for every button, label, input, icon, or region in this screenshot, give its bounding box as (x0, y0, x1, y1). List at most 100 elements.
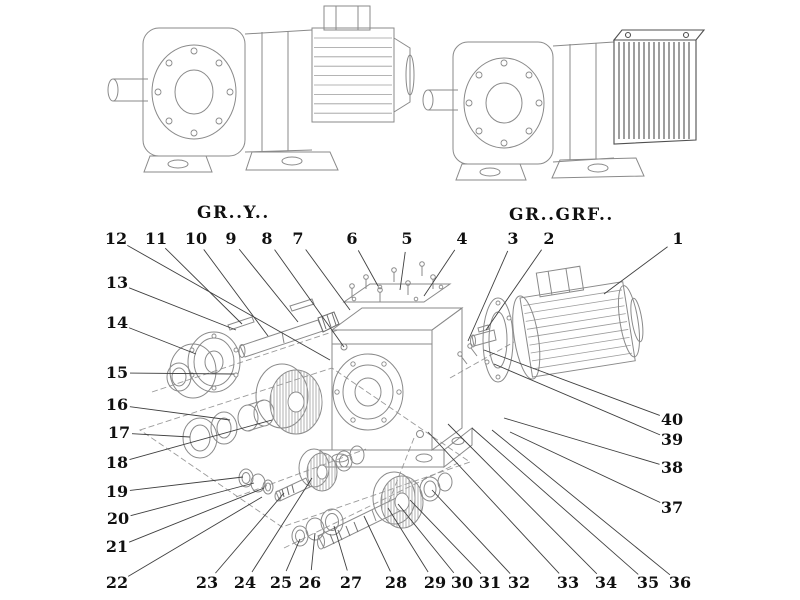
leader-line-36 (491, 429, 671, 576)
callout-number-34: 34 (594, 573, 618, 592)
input-cover-flange (187, 331, 241, 393)
gear-housing (319, 283, 473, 469)
oil-seal (166, 362, 192, 392)
callout-number-11: 11 (144, 229, 168, 248)
leader-line-1 (603, 246, 668, 295)
leader-line-20 (130, 482, 255, 517)
assembled-view-gr-grf (422, 29, 706, 181)
leader-line-22 (127, 496, 263, 577)
callout-number-20: 20 (106, 509, 130, 528)
cover-bolts (349, 261, 436, 302)
leader-line-39 (493, 363, 661, 436)
callout-number-13: 13 (105, 273, 129, 292)
leader-line-38 (503, 417, 660, 465)
leader-line-18 (129, 419, 273, 460)
callout-number-27: 27 (339, 573, 363, 592)
callout-number-19: 19 (105, 482, 129, 501)
callout-number-14: 14 (105, 313, 129, 332)
callout-number-22: 22 (105, 573, 129, 592)
callout-number-29: 29 (423, 573, 447, 592)
leader-line-28 (363, 515, 391, 572)
construction-lines (138, 329, 515, 549)
leader-line-4 (423, 249, 456, 297)
leader-line-35 (471, 427, 639, 575)
output-washers (291, 508, 344, 547)
callout-number-40: 40 (660, 410, 684, 429)
leader-line-8 (274, 249, 345, 348)
callout-number-32: 32 (507, 573, 531, 592)
input-shaft (238, 311, 340, 358)
callout-number-15: 15 (105, 363, 129, 382)
leader-line-23 (215, 492, 285, 574)
callout-number-39: 39 (660, 430, 684, 449)
fin-cover-block (612, 29, 706, 145)
callout-number-18: 18 (105, 453, 129, 472)
callout-number-5: 5 (401, 229, 413, 248)
small-washers (238, 468, 274, 495)
leader-line-27 (333, 525, 348, 571)
callout-number-7: 7 (292, 229, 304, 248)
callout-number-12: 12 (104, 229, 128, 248)
leader-line-40 (483, 349, 660, 416)
leader-lines (127, 245, 671, 577)
leader-line-34 (447, 423, 598, 575)
callout-number-31: 31 (478, 573, 502, 592)
assembled-view-gr-y (107, 5, 415, 173)
callout-number-9: 9 (225, 229, 237, 248)
callout-number-6: 6 (346, 229, 358, 248)
exploded-view (138, 261, 644, 550)
variant-label-gr-grf: GR..GRF.. (509, 205, 614, 225)
callout-number-37: 37 (660, 498, 684, 517)
callout-number-4: 4 (456, 229, 468, 248)
leader-line-16 (129, 406, 231, 421)
leader-line-3 (467, 250, 509, 342)
shaft-keys (227, 298, 315, 331)
callout-number-23: 23 (195, 573, 219, 592)
motor-flange (470, 297, 514, 383)
leader-line-11 (164, 247, 243, 325)
variant-label-gr-y: GR..Y.. (197, 203, 270, 223)
callout-number-1: 1 (672, 229, 684, 248)
flange-bolts (457, 343, 478, 365)
leader-line-6 (357, 250, 379, 287)
leader-line-29 (387, 507, 429, 573)
leader-line-2 (485, 249, 542, 331)
callout-number-17: 17 (107, 423, 131, 442)
callout-number-30: 30 (450, 573, 474, 592)
motor-fins (314, 37, 392, 114)
callout-number-36: 36 (668, 573, 692, 592)
leader-line-13 (128, 287, 237, 331)
leader-line-17 (131, 433, 191, 438)
bearing-set (182, 399, 275, 459)
leader-line-9 (238, 248, 299, 323)
leader-line-15 (129, 372, 235, 375)
gasket (169, 343, 217, 399)
callout-number-28: 28 (384, 573, 408, 592)
callout-number-33: 33 (556, 573, 580, 592)
intermediate-gear (298, 445, 365, 492)
leader-line-10 (203, 249, 269, 337)
callout-number-2: 2 (543, 229, 555, 248)
callout-number-24: 24 (233, 573, 257, 592)
leader-line-31 (409, 499, 482, 574)
leader-line-5 (399, 251, 406, 291)
leader-line-25 (285, 538, 301, 572)
callout-number-16: 16 (105, 395, 129, 414)
leader-line-7 (305, 249, 351, 311)
leader-line-26 (310, 532, 316, 571)
callout-number-8: 8 (261, 229, 273, 248)
callout-number-35: 35 (636, 573, 660, 592)
callout-number-26: 26 (298, 573, 322, 592)
leader-line-19 (129, 476, 244, 491)
leader-line-24 (251, 477, 313, 573)
callout-number-38: 38 (660, 458, 684, 477)
motor (512, 265, 644, 380)
callout-number-3: 3 (507, 229, 519, 248)
callout-number-21: 21 (105, 537, 129, 556)
leader-line-32 (431, 489, 511, 574)
leader-line-14 (128, 327, 197, 355)
leader-line-12 (127, 245, 331, 361)
leader-line-30 (397, 503, 455, 574)
leader-line-21 (128, 487, 265, 543)
